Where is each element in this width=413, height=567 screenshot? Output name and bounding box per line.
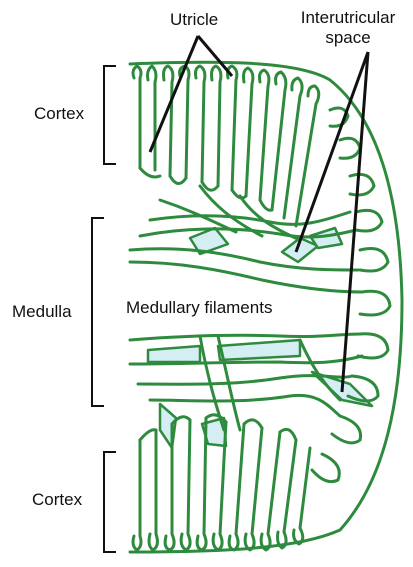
label-medullary-filaments: Medullary filaments <box>124 298 274 318</box>
label-utricle: Utricle <box>170 10 218 30</box>
label-interutricular-line1: Interutricular <box>288 8 408 28</box>
top-cortex-utricles <box>133 66 319 226</box>
utricle-leader-1 <box>150 36 198 152</box>
bracket-cortex-top <box>104 66 116 164</box>
label-cortex-top: Cortex <box>34 104 84 124</box>
interutricular-leader-2 <box>342 52 368 392</box>
medulla-filament-5 <box>130 334 360 340</box>
medulla-filament-2 <box>130 262 362 292</box>
space-patch-4 <box>148 346 200 362</box>
medulla-filament-1 <box>130 249 358 270</box>
medulla-filament-8 <box>150 395 340 416</box>
bracket-cortex-bottom <box>104 452 116 552</box>
space-patch-7 <box>160 404 176 448</box>
peripheral-utricles <box>312 108 390 482</box>
label-medulla: Medulla <box>12 302 72 322</box>
medulla-filament-4 <box>150 212 350 224</box>
bracket-medulla <box>92 218 104 406</box>
top-cortex-connections <box>140 168 272 210</box>
brackets <box>92 66 116 552</box>
label-cortex-bottom: Cortex <box>32 490 82 510</box>
label-interutricular-space: Interutricular space <box>288 8 408 48</box>
leader-lines <box>150 36 368 392</box>
space-patch-5 <box>218 340 300 360</box>
medulla-branches-upper <box>160 186 300 240</box>
label-interutricular-line2: space <box>288 28 408 48</box>
